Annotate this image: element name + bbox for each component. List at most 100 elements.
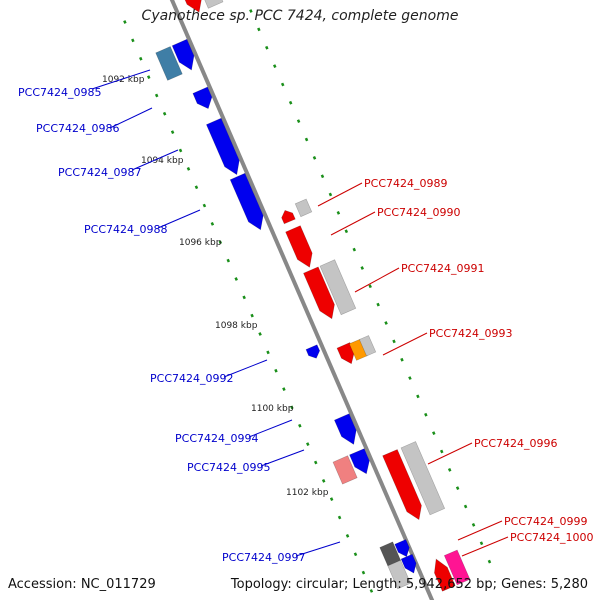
tick-mark — [210, 222, 215, 226]
scale-label: 1092 kbp — [102, 75, 145, 85]
tick-mark — [432, 431, 436, 435]
tick-mark — [400, 357, 404, 362]
gene-label: PCC7424_0992 — [150, 372, 233, 385]
gene-feature — [204, 0, 224, 9]
gene-label-leader — [457, 520, 503, 541]
gene-feature — [281, 210, 296, 225]
gene-label-leader — [330, 211, 376, 236]
gene-feature — [171, 38, 195, 71]
gene-label-leader — [223, 359, 268, 378]
gene-label: PCC7424_0989 — [364, 177, 447, 190]
gene-feature — [192, 86, 213, 110]
gene-feature — [336, 342, 355, 365]
tick-mark — [447, 467, 452, 472]
tick-mark — [408, 376, 412, 380]
gene-label: PCC7424_0997 — [222, 551, 305, 564]
gene-label: PCC7424_0991 — [401, 262, 484, 275]
tick-mark — [123, 20, 127, 24]
genome-summary-text: Topology: circular; Length: 5,942,652 bp… — [230, 577, 588, 592]
backbone-line — [169, 0, 435, 600]
tick-mark — [313, 460, 318, 465]
tick-mark — [258, 332, 262, 336]
tick-mark — [266, 350, 270, 355]
tick-mark — [226, 258, 231, 263]
tick-mark — [290, 405, 294, 410]
gene-feature — [206, 117, 240, 176]
gene-label-leader — [131, 149, 179, 171]
tick-mark — [250, 313, 254, 318]
gene-feature — [155, 46, 183, 81]
tick-mark — [360, 266, 364, 270]
tick-mark — [131, 38, 135, 43]
gene-label-leader — [295, 541, 341, 557]
tick-mark — [242, 295, 246, 300]
tick-mark — [154, 93, 159, 98]
tick-mark — [328, 192, 333, 197]
gene-label-leader — [260, 449, 305, 467]
gene-feature — [229, 172, 264, 231]
tick-mark — [463, 504, 468, 509]
gene-feature — [349, 448, 370, 475]
gene-features — [155, 0, 471, 592]
gene-label: PCC7424_0994 — [175, 432, 258, 445]
gene-label: PCC7424_0985 — [18, 86, 101, 99]
tick-mark — [337, 515, 342, 520]
gene-label-leader — [354, 267, 400, 293]
tick-mark — [353, 552, 358, 557]
gene-label-leader — [382, 332, 428, 356]
backbone — [169, 0, 435, 600]
tick-mark — [416, 394, 420, 399]
gene-feature — [443, 549, 471, 586]
gene-label: PCC7424_0990 — [377, 206, 460, 219]
gene-feature — [400, 441, 446, 516]
tick-mark — [344, 229, 349, 234]
gene-label: PCC7424_0993 — [429, 327, 512, 340]
tick-mark — [178, 148, 183, 153]
tick-mark — [218, 240, 223, 245]
tick-mark — [345, 534, 350, 538]
map-title: Cyanothece sp. PCC 7424, complete genome — [141, 8, 459, 24]
tick-mark — [487, 559, 492, 564]
tick-mark — [296, 119, 301, 124]
scale-label: 1100 kbp — [251, 404, 294, 414]
gene-label: PCC7424_1000 — [510, 531, 593, 544]
gene-label-leader — [157, 209, 201, 229]
scale-label: 1094 kbp — [141, 156, 184, 166]
gene-feature — [387, 559, 411, 590]
gene-feature — [334, 413, 357, 445]
tick-mark — [312, 155, 317, 160]
scale-label: 1098 kbp — [215, 321, 258, 331]
scale-label: 1102 kbp — [286, 488, 329, 498]
tick-mark — [265, 45, 269, 50]
gene-feature — [382, 449, 422, 521]
gene-label: PCC7424_0987 — [58, 166, 141, 179]
gene-label-leader — [461, 536, 509, 557]
gene-feature — [434, 558, 456, 592]
gene-label: PCC7424_0999 — [504, 515, 587, 528]
tick-mark — [329, 497, 334, 502]
tick-mark — [249, 9, 253, 13]
tick-mark — [162, 111, 167, 116]
tick-mark — [376, 302, 380, 307]
tick-mark — [321, 478, 326, 483]
tick-mark — [368, 284, 372, 289]
tick-mark — [288, 100, 293, 105]
tick-mark — [471, 522, 476, 527]
tick-mark — [455, 486, 460, 491]
gene-label: PCC7424_0988 — [84, 223, 167, 236]
gene-feature — [359, 335, 377, 357]
tick-mark — [336, 211, 341, 215]
tick-mark — [440, 449, 444, 454]
tick-mark — [234, 277, 238, 281]
tick-mark — [361, 570, 366, 575]
gene-label: PCC7424_0996 — [474, 437, 557, 450]
gene-feature — [294, 198, 313, 218]
gene-feature — [332, 455, 358, 485]
gene-label-leader — [109, 107, 153, 129]
gene-label-leader — [248, 419, 293, 438]
gene-label-leader — [91, 69, 151, 90]
tick-mark — [257, 27, 261, 32]
gene-feature — [184, 0, 202, 13]
tick-mark — [384, 321, 388, 325]
